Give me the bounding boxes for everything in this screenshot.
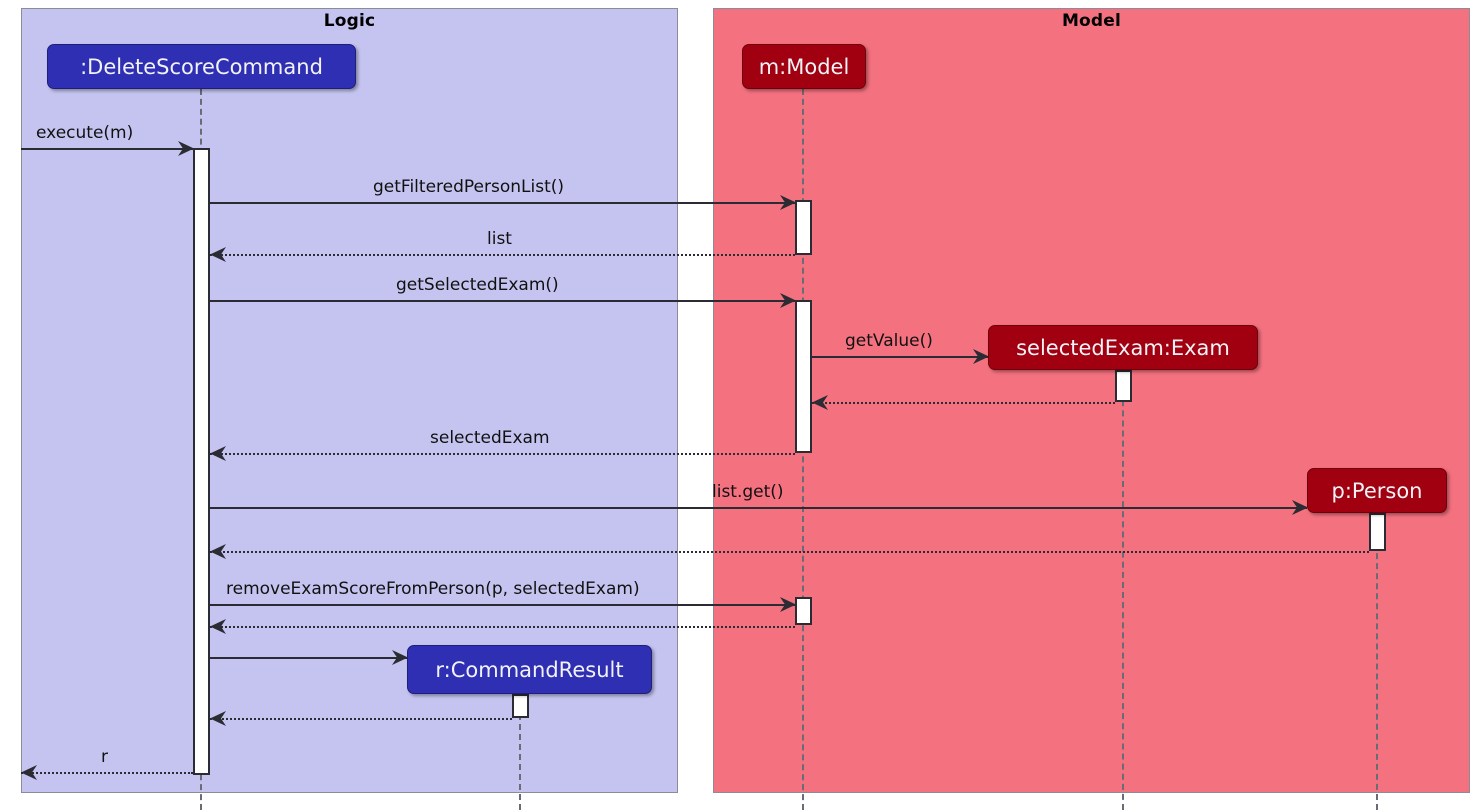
- message-arrowhead-m3: [210, 246, 226, 263]
- lifeline-pPerson: [1376, 513, 1378, 810]
- activation-bar-mModel: [795, 300, 812, 453]
- participant-label-selectedExam: selectedExam:Exam: [1016, 335, 1230, 360]
- message-label-m5: getValue(): [845, 331, 933, 351]
- participant-label-rCommandResult: r:CommandResult: [435, 657, 624, 682]
- message-label-m4: getSelectedExam(): [396, 275, 559, 295]
- partition-title-logic: Logic: [323, 11, 376, 31]
- message-line-m1: [21, 148, 193, 150]
- participant-box-rCommandResult[interactable]: r:CommandResult: [407, 645, 652, 694]
- message-line-m2: [210, 202, 795, 204]
- lifeline-selectedExam: [1122, 370, 1124, 810]
- message-arrowhead-m2: [780, 194, 796, 211]
- participant-label-deleteScoreCommand: :DeleteScoreCommand: [80, 54, 323, 79]
- activation-bar-deleteScoreCommand: [193, 148, 210, 775]
- message-arrowhead-m14: [21, 764, 37, 781]
- message-line-m8: [210, 507, 1307, 509]
- activation-bar-pPerson: [1369, 513, 1386, 551]
- message-arrowhead-m13: [210, 710, 226, 727]
- participant-box-mModel[interactable]: m:Model: [742, 44, 866, 89]
- activation-bar-rCommandResult: [512, 694, 529, 718]
- participant-box-deleteScoreCommand[interactable]: :DeleteScoreCommand: [47, 44, 356, 89]
- message-label-m2: getFilteredPersonList(): [373, 177, 565, 197]
- message-label-m8: list.get(): [712, 482, 784, 502]
- message-arrowhead-m12: [392, 649, 408, 666]
- message-line-m5: [812, 356, 988, 358]
- message-arrowhead-m6: [812, 394, 828, 411]
- message-arrowhead-m7: [210, 445, 226, 462]
- message-line-m12: [210, 657, 407, 659]
- message-arrowhead-m1: [178, 140, 194, 157]
- message-label-m14: r: [101, 747, 108, 767]
- message-label-m7: selectedExam: [430, 428, 550, 448]
- message-arrowhead-m10: [780, 596, 796, 613]
- message-arrowhead-m5: [973, 348, 989, 365]
- activation-bar-mModel: [795, 597, 812, 625]
- participant-label-pPerson: p:Person: [1331, 478, 1423, 503]
- participant-label-mModel: m:Model: [758, 54, 850, 79]
- message-arrowhead-m9: [210, 543, 226, 560]
- message-line-m10: [210, 604, 795, 606]
- participant-box-selectedExam[interactable]: selectedExam:Exam: [988, 325, 1258, 370]
- message-label-m3: list: [487, 229, 512, 249]
- partition-title-model: Model: [1061, 11, 1122, 31]
- message-arrowhead-m11: [210, 618, 226, 635]
- message-line-m4: [210, 300, 795, 302]
- message-arrowhead-m4: [780, 292, 796, 309]
- lifeline-rCommandResult: [519, 694, 521, 810]
- partition-model: Model: [713, 8, 1470, 793]
- message-label-m10: removeExamScoreFromPerson(p, selectedExa…: [226, 579, 640, 599]
- message-label-m1: execute(m): [36, 123, 134, 143]
- activation-bar-mModel: [795, 200, 812, 255]
- participant-box-pPerson[interactable]: p:Person: [1307, 468, 1447, 513]
- activation-bar-selectedExam: [1115, 370, 1132, 402]
- message-arrowhead-m8: [1292, 499, 1308, 516]
